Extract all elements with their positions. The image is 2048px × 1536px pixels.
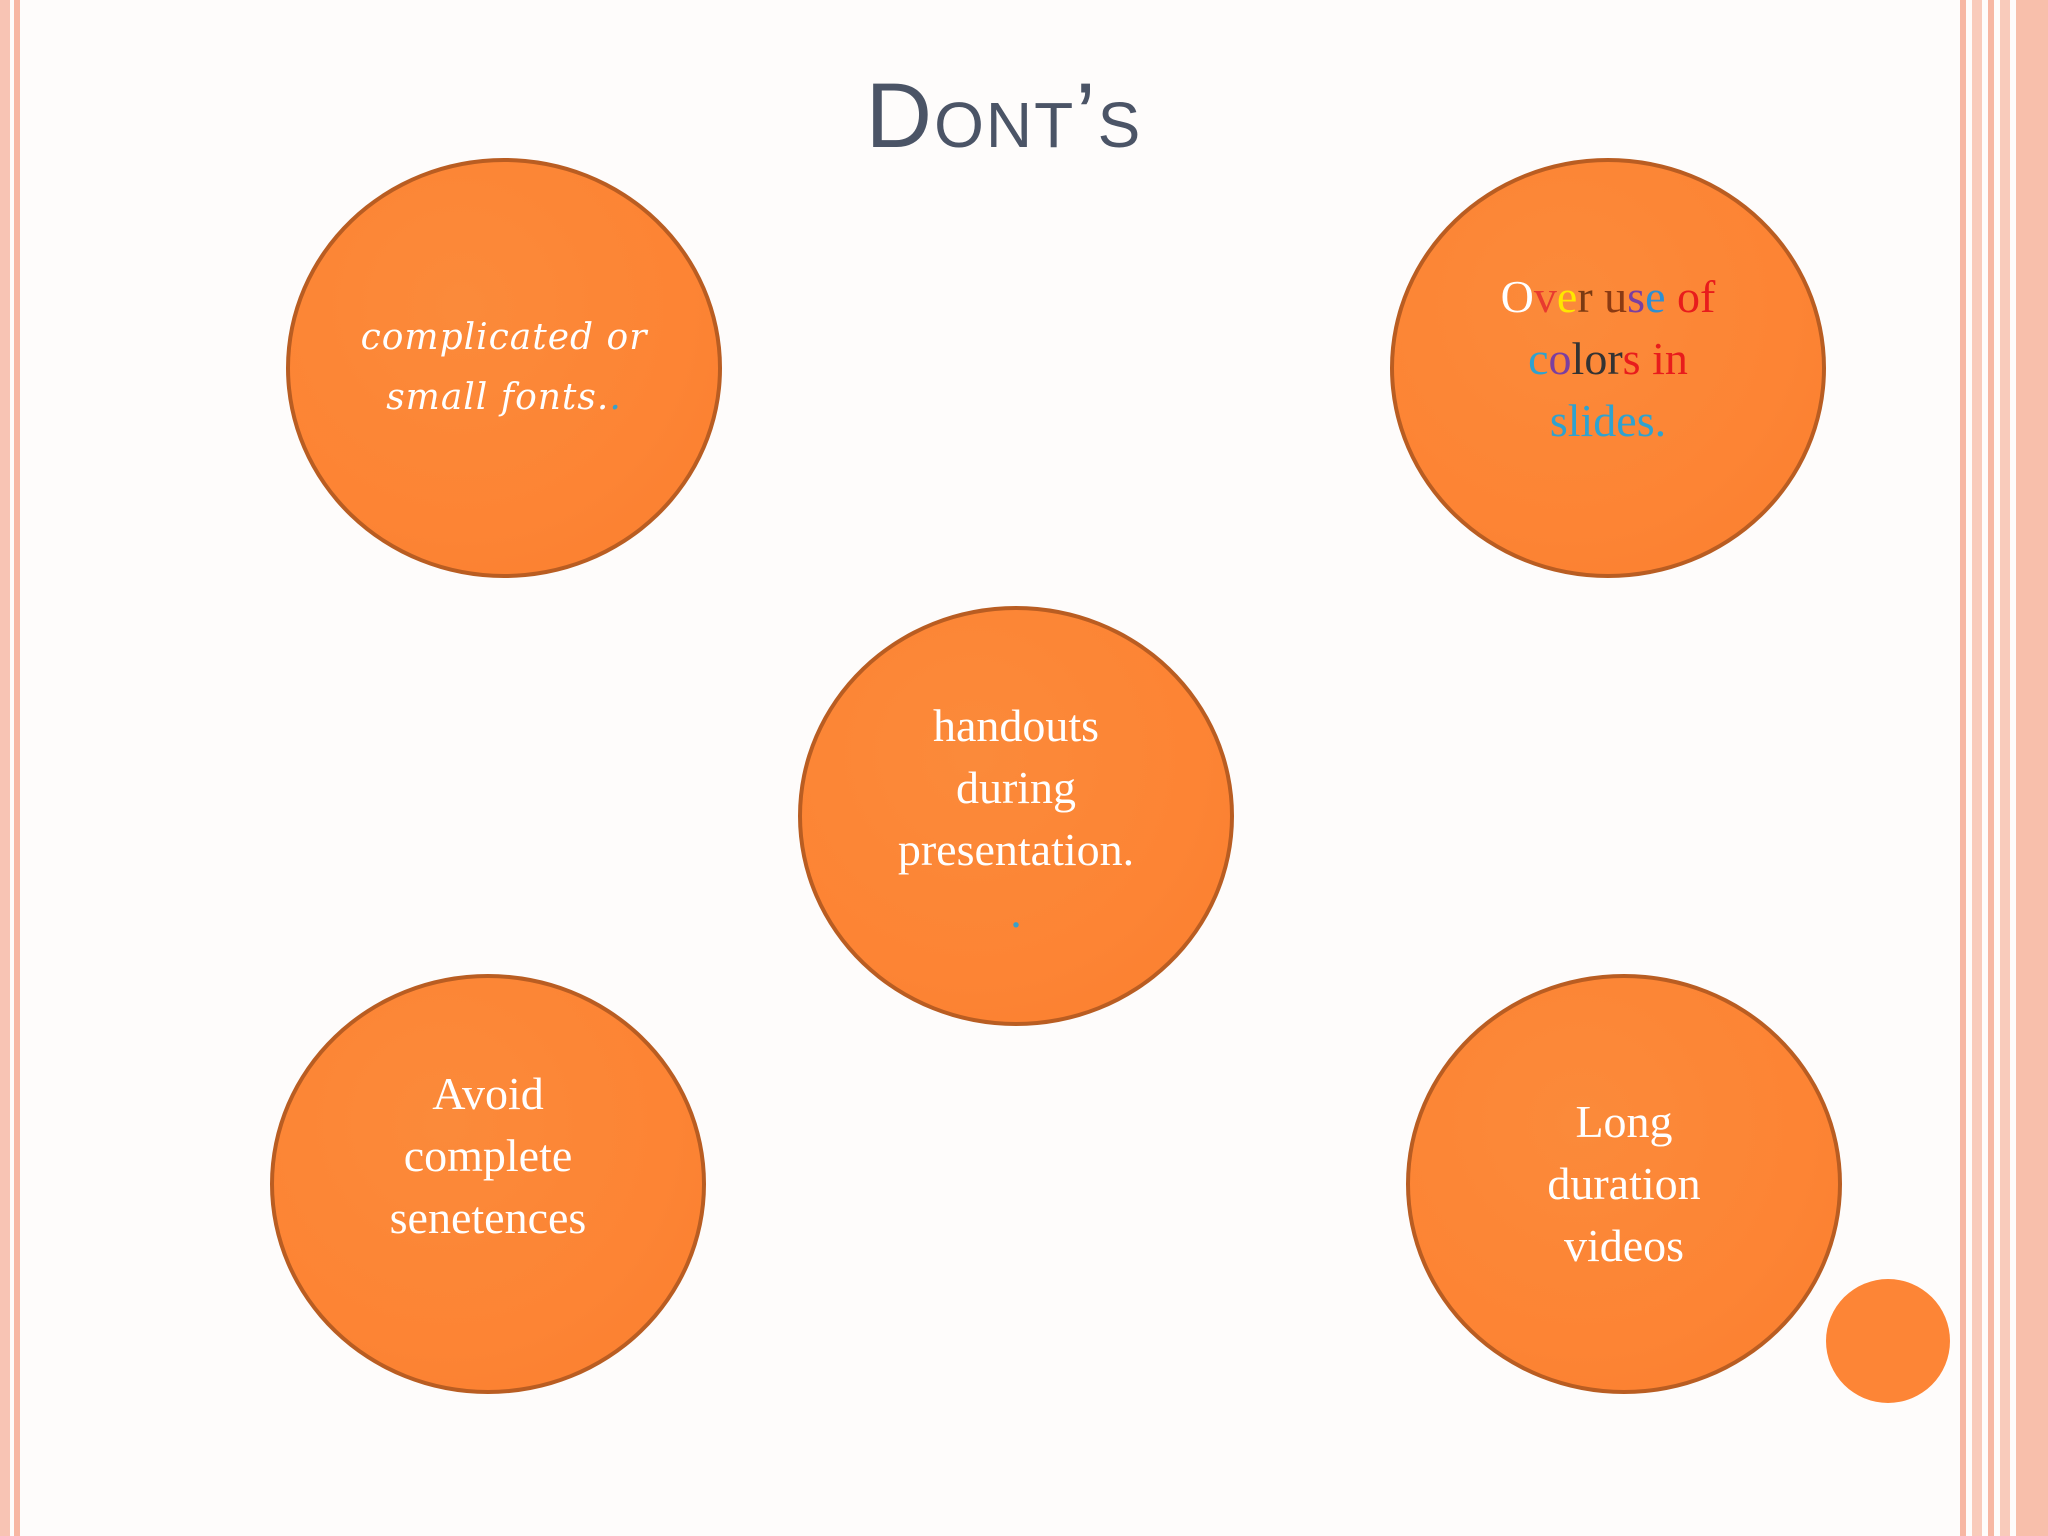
bubble-colors-line1: Over use of bbox=[1501, 266, 1716, 328]
bubble-sentences-line1: Avoid bbox=[432, 1068, 544, 1119]
bubble-handouts-line3: presentation. bbox=[897, 824, 1135, 875]
colored-letter bbox=[1641, 333, 1653, 384]
right-border-stripe bbox=[2016, 0, 2048, 1536]
bubble-colors-line3: slides. bbox=[1549, 395, 1667, 446]
bubble-fonts-line2: small fonts. bbox=[386, 377, 610, 418]
colored-letter bbox=[1593, 271, 1605, 322]
colored-letter: o bbox=[1676, 271, 1700, 322]
colored-letter: c bbox=[1528, 333, 1549, 384]
bubble-sentences: Avoid complete senetences bbox=[270, 974, 706, 1394]
colored-letter: r bbox=[1577, 271, 1593, 322]
bubble-colors-text: Over use of colors in slides. bbox=[1501, 266, 1716, 452]
colored-letter: r bbox=[1607, 333, 1623, 384]
bubble-handouts-dot: . bbox=[1010, 886, 1022, 937]
colored-letter: s bbox=[1622, 333, 1641, 384]
bubble-handouts-line1: handouts bbox=[932, 700, 1100, 751]
colored-letter: i bbox=[1652, 333, 1665, 384]
left-border-stripe bbox=[14, 0, 20, 1536]
colored-letter: o bbox=[1584, 333, 1608, 384]
colored-letter: e bbox=[1556, 271, 1578, 322]
bubble-videos: Long duration videos bbox=[1406, 974, 1842, 1394]
bubble-fonts-line1: complicated or bbox=[360, 317, 648, 358]
bubble-videos-line1: Long bbox=[1575, 1096, 1673, 1147]
bubble-colors: Over use of colors in slides. bbox=[1390, 158, 1826, 578]
right-border-stripe bbox=[1972, 0, 1982, 1536]
colored-letter: l bbox=[1571, 333, 1585, 384]
bubble-fonts-text: complicated or small fonts.. bbox=[361, 308, 648, 428]
bubble-videos-line2: duration bbox=[1547, 1158, 1701, 1209]
bubble-handouts-text: handouts during presentation. . bbox=[898, 695, 1134, 943]
colored-letter: v bbox=[1533, 271, 1557, 322]
colored-letter: u bbox=[1604, 271, 1628, 322]
bubble-fonts: complicated or small fonts.. bbox=[286, 158, 722, 578]
left-border-stripe bbox=[0, 0, 10, 1536]
bubble-sentences-text: Avoid complete senetences bbox=[390, 1063, 587, 1249]
bubble-sentences-line3: senetences bbox=[389, 1192, 587, 1243]
bubble-videos-line3: videos bbox=[1563, 1220, 1685, 1271]
bubble-handouts: handouts during presentation. . bbox=[798, 606, 1234, 1026]
accent-circle bbox=[1826, 1279, 1950, 1403]
colored-letter: o bbox=[1548, 333, 1572, 384]
slide-title: Dont’s bbox=[865, 65, 1143, 167]
bubble-videos-text: Long duration videos bbox=[1547, 1091, 1700, 1277]
bubble-fonts-line2-wrap: small fonts.. bbox=[361, 368, 648, 428]
right-border-stripe bbox=[1960, 0, 1966, 1536]
bubble-handouts-line2: during bbox=[955, 762, 1077, 813]
bubble-fonts-dot: . bbox=[609, 377, 622, 418]
right-border-stripe bbox=[2000, 0, 2010, 1536]
colored-letter: O bbox=[1500, 271, 1534, 322]
colored-letter: e bbox=[1645, 271, 1666, 322]
colored-letter: f bbox=[1699, 271, 1716, 322]
colored-letter: n bbox=[1664, 333, 1688, 384]
colored-letter bbox=[1665, 271, 1677, 322]
bubble-sentences-line2: complete bbox=[403, 1130, 573, 1181]
colored-letter: s bbox=[1627, 271, 1646, 322]
bubble-colors-line2: colors in bbox=[1501, 328, 1716, 390]
right-border-stripe bbox=[1988, 0, 1994, 1536]
